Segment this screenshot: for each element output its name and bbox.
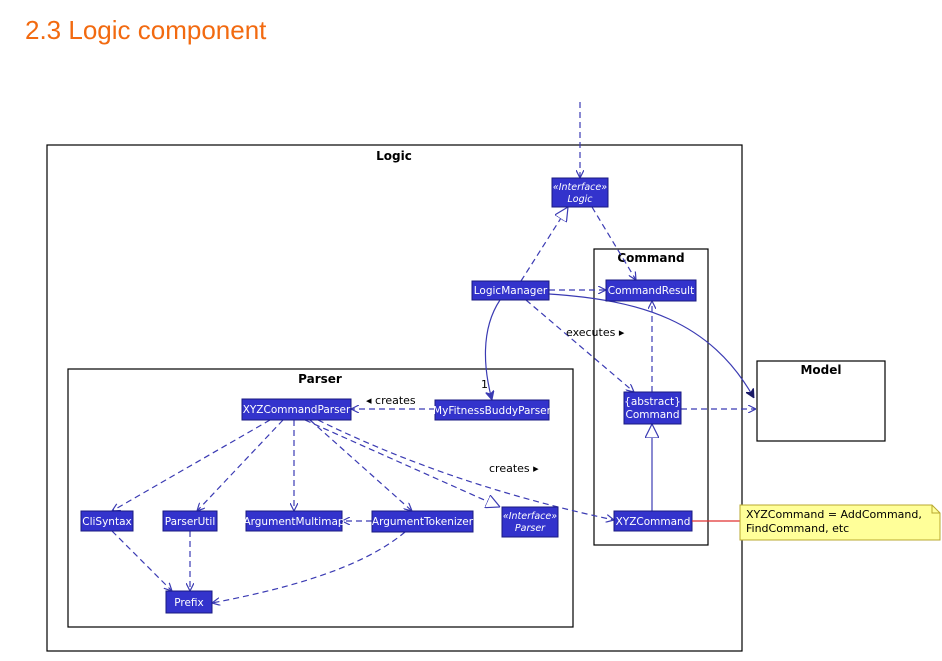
logicmanager-to-model-association: [548, 293, 755, 398]
executes-arrow: [525, 299, 634, 392]
logic-to-commandresult-arrow: [591, 206, 636, 280]
commandresult-class: CommandResult: [605, 279, 697, 302]
command-package: Command: [593, 248, 709, 546]
myfitnessbuddyparser-class: MyFitnessBuddyParser: [433, 399, 552, 421]
command-package-title: Command: [617, 251, 684, 265]
logic-interface-stereotype: «Interface»: [553, 182, 607, 193]
commandresult-name: CommandResult: [608, 285, 694, 297]
xyzparser-to-parserutil-arrow: [197, 419, 284, 511]
argumentmultimap-class: ArgumentMultimap: [243, 510, 345, 532]
logic-interface-class: «Interface» Logic: [551, 177, 609, 208]
logic-package: Logic: [46, 144, 743, 652]
xyzparser-realizes-parser-arrow: [304, 419, 500, 507]
relation-lines: [112, 102, 756, 603]
note-box: [739, 504, 941, 541]
argumentmultimap-name: ArgumentMultimap: [243, 516, 344, 528]
model-package-title: Model: [800, 363, 841, 377]
tokenizer-to-prefix-arrow: [212, 531, 406, 603]
abstract-command-name: Command: [626, 409, 680, 421]
parser-interface-name: Parser: [515, 523, 546, 534]
parser-package: Parser: [67, 368, 574, 628]
myfitnessbuddyparser-name: MyFitnessBuddyParser: [433, 405, 552, 417]
logic-package-title: Logic: [376, 149, 412, 163]
clisyntax-class: CliSyntax: [80, 510, 134, 532]
prefix-class: Prefix: [165, 590, 213, 614]
logicmanager-name: LogicManager: [474, 285, 548, 297]
multiplicity-label: 1: [481, 378, 488, 391]
executes-label: executes ▸: [566, 326, 625, 339]
xyzparser-to-argumenttokenizer-arrow: [309, 419, 412, 511]
xyzcommandparser-name: XYZCommandParser: [243, 404, 351, 416]
parser-package-title: Parser: [298, 372, 342, 386]
logicmanager-realizes-logic-arrow: [520, 207, 568, 282]
xyzparser-to-clisyntax-arrow: [112, 419, 271, 511]
logic-interface-name: Logic: [568, 194, 594, 205]
clisyntax-to-prefix-arrow: [111, 530, 172, 591]
parser-interface-stereotype: «Interface»: [503, 511, 557, 522]
page-title: 2.3 Logic component: [25, 15, 267, 45]
abstract-command-stereotype: {abstract}: [624, 396, 681, 408]
prefix-name: Prefix: [174, 597, 204, 609]
parser-interface-class: «Interface» Parser: [501, 506, 559, 538]
clisyntax-name: CliSyntax: [82, 516, 131, 528]
argumenttokenizer-class: ArgumentTokenizer: [371, 510, 474, 533]
creates-parser-label: ◂ creates: [366, 394, 416, 407]
logicmanager-to-mfbparser-association: [484, 299, 501, 400]
parserutil-class: ParserUtil: [162, 510, 218, 532]
xyzcommand-name: XYZCommand: [616, 516, 691, 528]
note-line-2: FindCommand, etc: [746, 522, 849, 535]
xyzcommand-note: XYZCommand = AddCommand, FindCommand, et…: [692, 504, 941, 541]
parserutil-name: ParserUtil: [165, 516, 216, 528]
creates-command-label: creates ▸: [489, 462, 539, 475]
note-line-1: XYZCommand = AddCommand,: [746, 508, 922, 521]
xyzparser-creates-xyzcommand-arrow: [317, 419, 614, 520]
abstract-command-class: {abstract} Command: [623, 391, 682, 425]
xyzcommand-class: XYZCommand: [613, 510, 693, 532]
model-package: Model: [756, 360, 886, 442]
logicmanager-class: LogicManager: [471, 280, 550, 301]
argumenttokenizer-name: ArgumentTokenizer: [372, 516, 474, 528]
xyzcommandparser-class: XYZCommandParser: [241, 398, 352, 421]
